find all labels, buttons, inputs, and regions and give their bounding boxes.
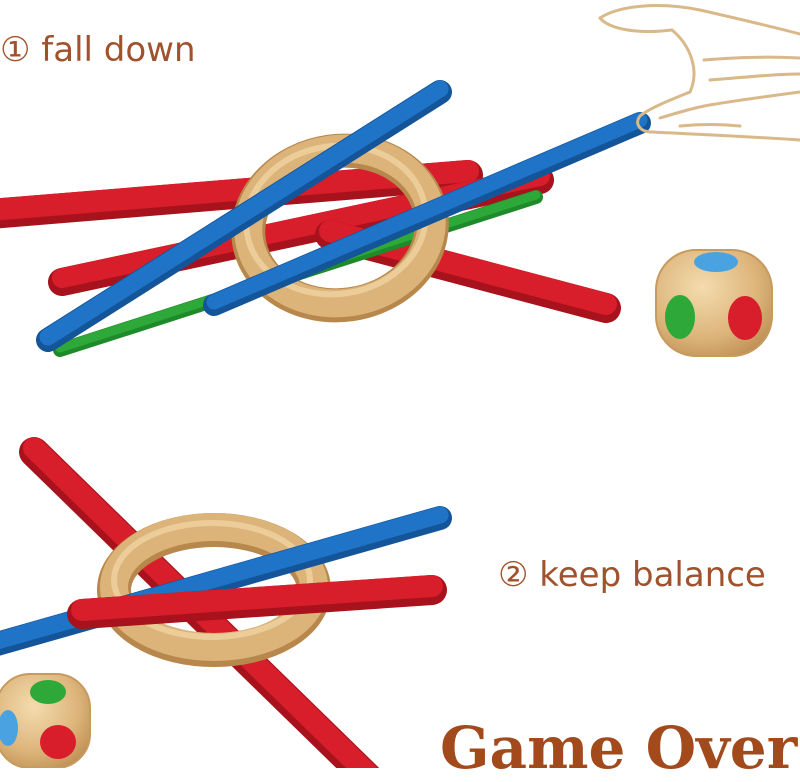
green-face-dot xyxy=(665,295,695,339)
hand-icon xyxy=(598,4,800,142)
game-over-caption: Game Over xyxy=(440,714,798,782)
scene-keep-balance xyxy=(0,437,452,768)
red-face-dot xyxy=(728,296,762,340)
step-fall-down-caption: ① fall down xyxy=(0,30,196,70)
blue-stick xyxy=(0,506,452,656)
blue-face-dot xyxy=(694,252,738,272)
blue-face-dot xyxy=(0,710,18,746)
color-die xyxy=(655,249,773,357)
red-face-dot xyxy=(40,725,76,759)
red-stick xyxy=(67,575,447,629)
scene-fall-down xyxy=(0,4,800,357)
color-die xyxy=(0,673,91,768)
blue-stick xyxy=(203,112,651,316)
step-keep-balance-caption: ② keep balance xyxy=(498,555,766,595)
blue-stick xyxy=(36,80,452,352)
green-face-dot xyxy=(30,680,66,704)
